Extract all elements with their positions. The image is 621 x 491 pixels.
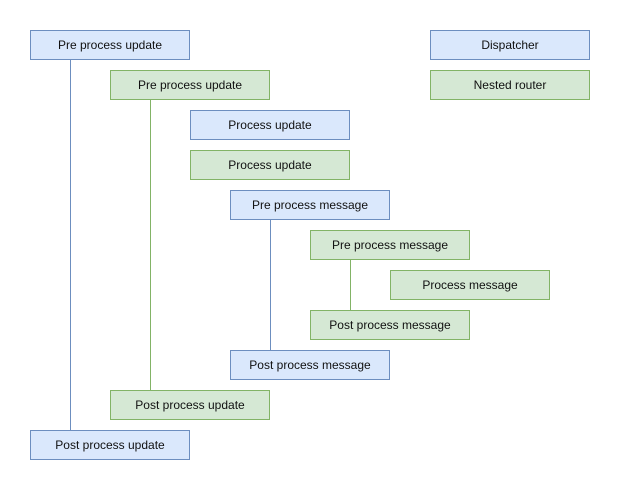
node-n6[interactable]: Pre process message	[310, 230, 470, 260]
node-n5[interactable]: Pre process message	[230, 190, 390, 220]
legend-item-l2[interactable]: Nested router	[430, 70, 590, 100]
connector-n1-to-n11	[70, 60, 71, 430]
node-n2[interactable]: Pre process update	[110, 70, 270, 100]
node-n3[interactable]: Process update	[190, 110, 350, 140]
node-n7[interactable]: Process message	[390, 270, 550, 300]
node-n9[interactable]: Post process message	[230, 350, 390, 380]
connector-n6-to-n8	[350, 260, 351, 310]
node-n11[interactable]: Post process update	[30, 430, 190, 460]
node-n4[interactable]: Process update	[190, 150, 350, 180]
connector-n2-to-n10	[150, 100, 151, 390]
node-n10[interactable]: Post process update	[110, 390, 270, 420]
node-n8[interactable]: Post process message	[310, 310, 470, 340]
legend-item-l1[interactable]: Dispatcher	[430, 30, 590, 60]
node-n1[interactable]: Pre process update	[30, 30, 190, 60]
connector-n5-to-n9	[270, 220, 271, 350]
